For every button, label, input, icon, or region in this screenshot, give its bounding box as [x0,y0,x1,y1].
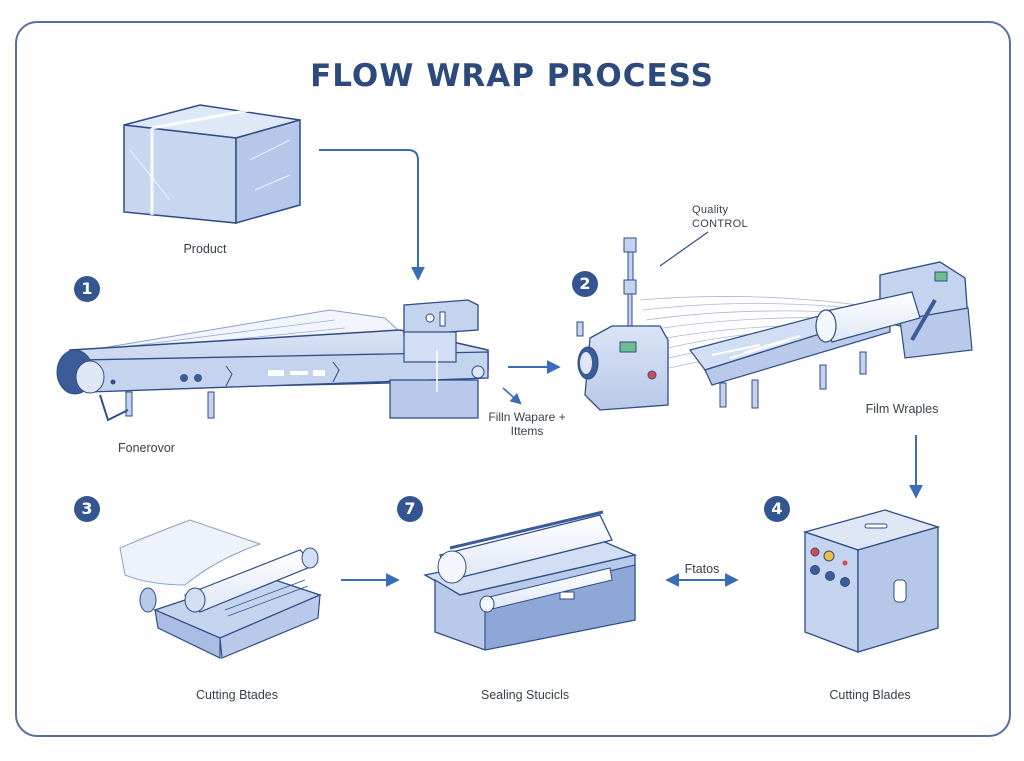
step-badge-1: 1 [74,276,100,302]
label-cutting-blades-left: Cutting Btades [196,688,278,702]
conveyor-icon [56,299,489,422]
flow-arrow-wrapper-to-items [502,387,522,405]
step-badge-2: 2 [572,271,598,297]
label-quality-control-line2: CONTROL [692,218,748,230]
label-sealing-station: Sealing Stucicls [480,688,570,702]
label-film-wrapper: Filln Wapare + Ittems [488,410,565,438]
step-badge-7: 7 [397,496,423,522]
label-film-wraples: Film Wraples [865,402,939,416]
control-box-icon [802,509,941,653]
wrapped-box-icon [123,104,301,224]
step-badge-3: 3 [74,496,100,522]
roller-cutter-icon [119,519,322,659]
label-product: Product [183,242,227,256]
sealer-icon [423,510,638,651]
step-badge-4: 4 [764,496,790,522]
label-conveyor: Fonerovor [118,441,175,455]
label-film-wrapper-line2: Ittems [510,424,544,438]
label-film-wrapper-line1: Filln Wapare + [488,410,566,424]
flow-arrow-product-to-wrapper [319,149,425,281]
label-quality-control: Quality CONTROL [692,203,748,231]
label-ftatos: Ftatos [684,562,720,576]
page-title: FLOW WRAP PROCESS [310,58,714,94]
label-quality-control-line1: Quality [692,204,729,216]
film-roll-machine-icon [688,261,973,409]
label-cutting-blades-right: Cutting Blades [829,688,911,702]
diagram-frame [15,21,1011,737]
